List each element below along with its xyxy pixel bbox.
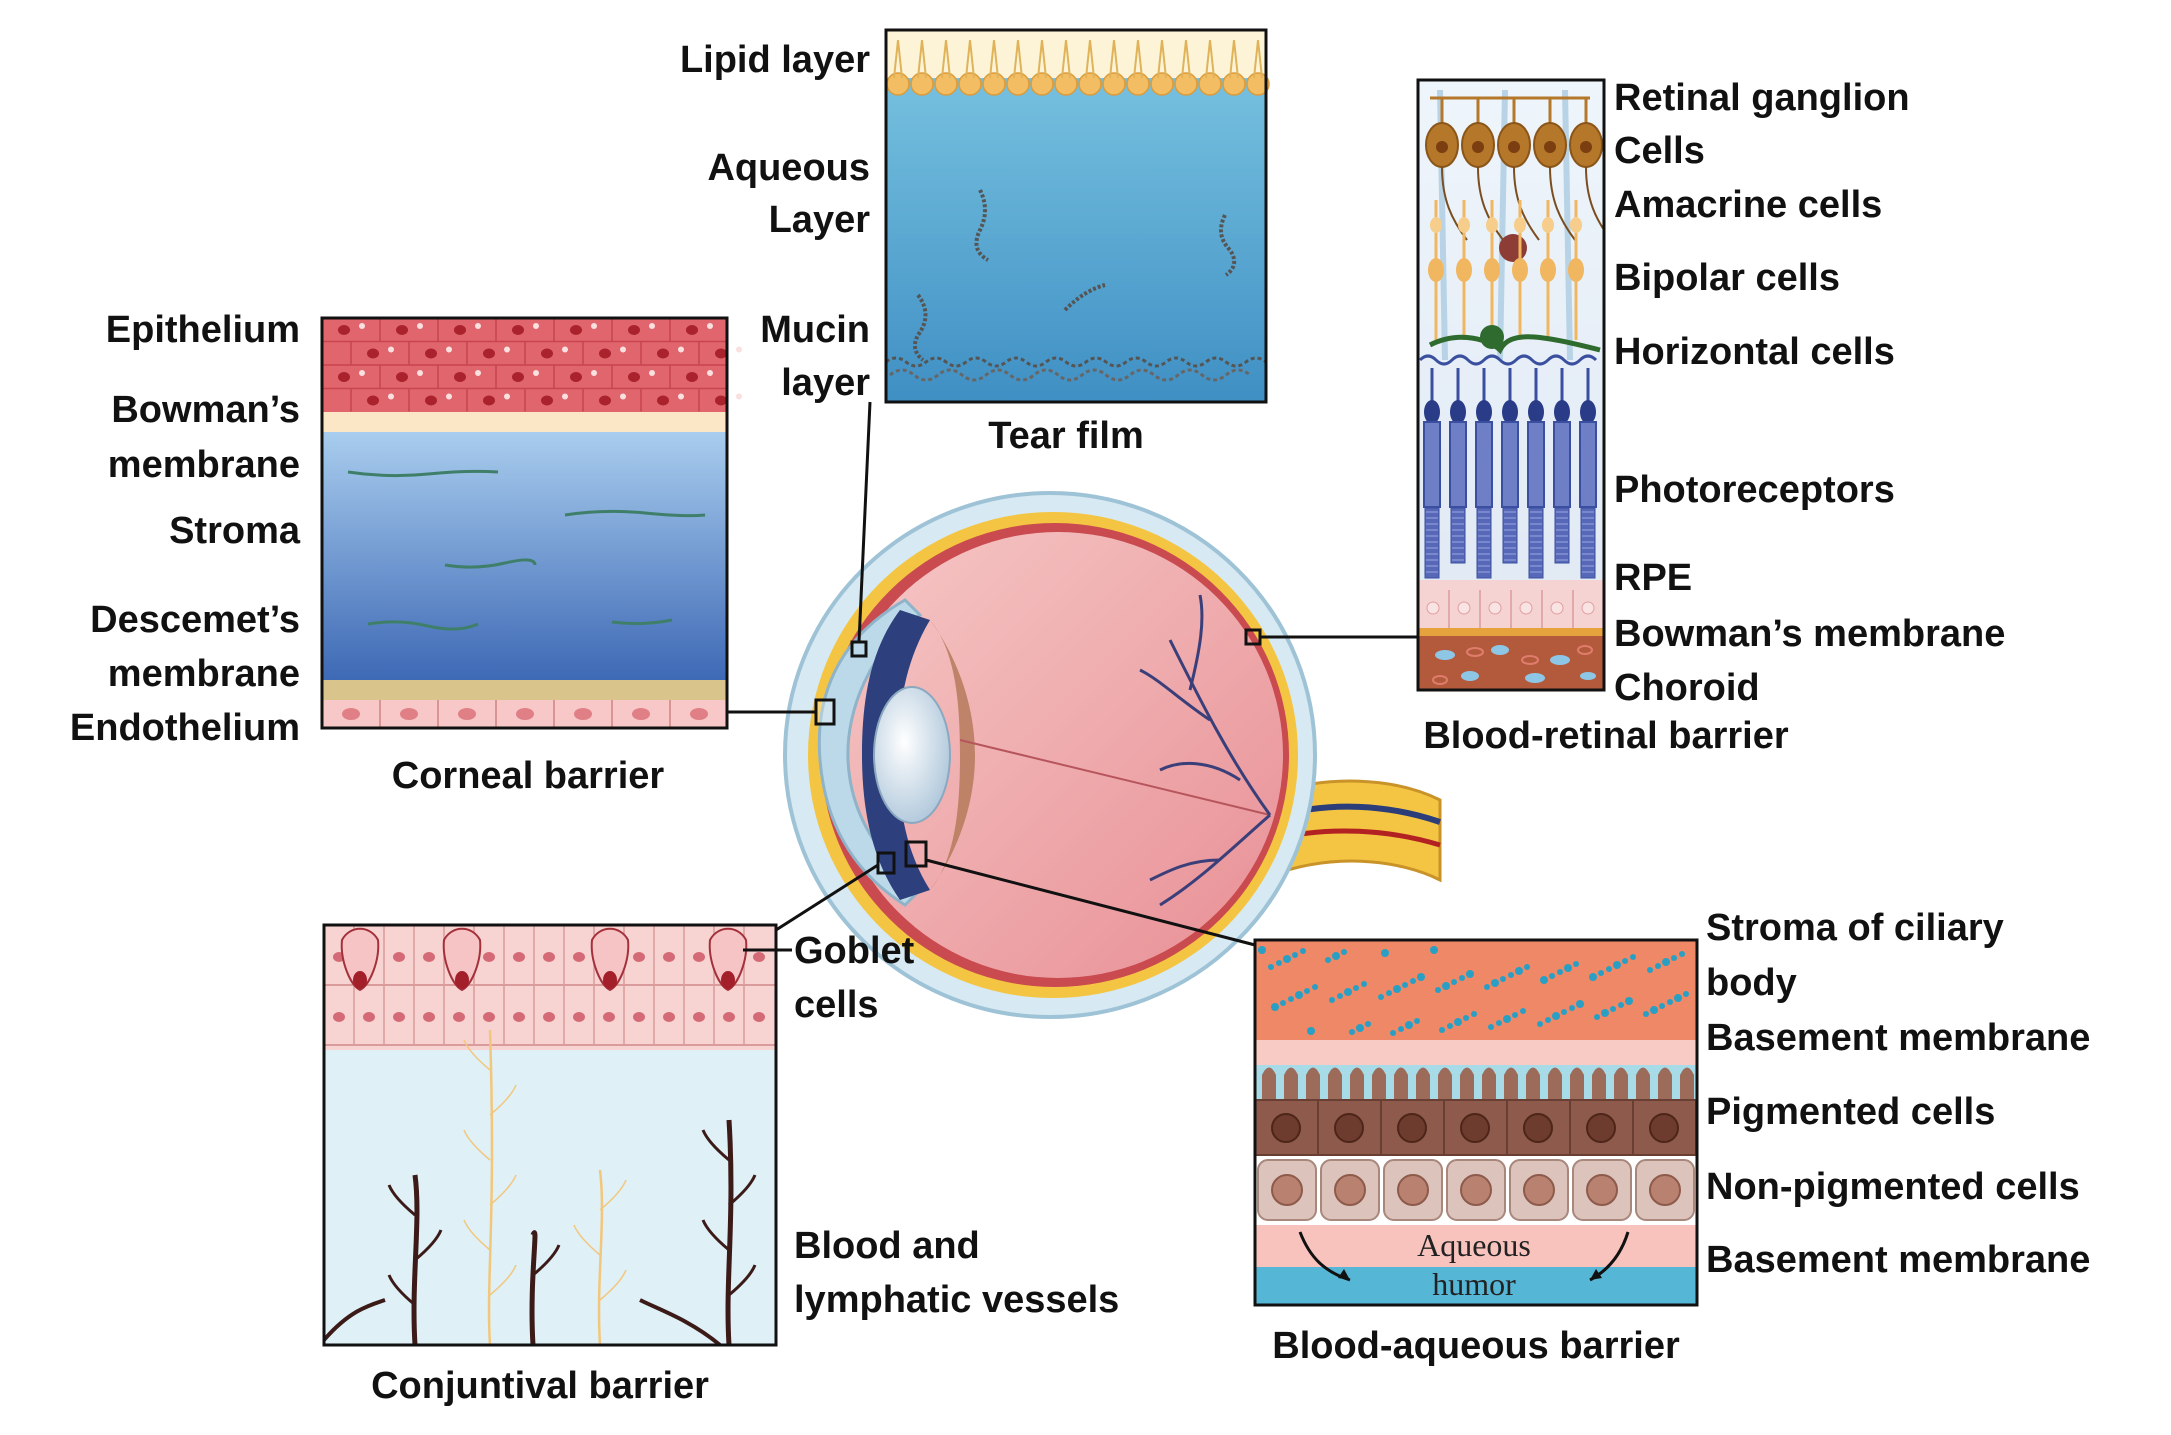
label-bipolar: Bipolar cells xyxy=(1614,257,1840,299)
blood-aqueous-barrier-panel xyxy=(1253,938,1699,1307)
label-blood-and: Blood and xyxy=(794,1225,980,1267)
label-stroma: Stroma xyxy=(169,510,301,552)
label-aqueous-inner: Aqueous xyxy=(1417,1227,1531,1263)
label-endothelium: Endothelium xyxy=(70,707,300,749)
label-amacrine: Amacrine cells xyxy=(1614,184,1882,226)
label-mucin-layer: layer xyxy=(781,362,870,404)
label-basement-membrane-top: Basement membrane xyxy=(1706,1017,2090,1059)
label-pigmented: Pigmented cells xyxy=(1706,1091,1995,1133)
label-bowmans: Bowman’s xyxy=(111,389,300,431)
label-descemets: Descemet’s xyxy=(90,599,300,641)
label-retinal-bowmans: Bowman’s membrane xyxy=(1614,613,2005,655)
label-retinal-ganglion: Retinal ganglion xyxy=(1614,77,1910,119)
blood-retinal-barrier-panel xyxy=(1416,78,1606,692)
retinal-vessels xyxy=(1139,594,1272,907)
corneal-barrier-title: Corneal barrier xyxy=(392,755,665,797)
label-body: body xyxy=(1706,962,1797,1004)
label-choroid: Choroid xyxy=(1614,667,1760,709)
blood-aqueous-barrier-title: Blood-aqueous barrier xyxy=(1272,1325,1680,1367)
label-humor-inner: humor xyxy=(1432,1266,1516,1302)
conjunctival-barrier-title: Conjuntival barrier xyxy=(371,1365,709,1407)
lens xyxy=(873,686,951,824)
label-horizontal: Horizontal cells xyxy=(1614,331,1895,373)
leader-lines xyxy=(727,401,1418,947)
blood-retinal-barrier-title: Blood-retinal barrier xyxy=(1423,715,1788,757)
label-rpe: RPE xyxy=(1614,557,1692,599)
label-layer: Layer xyxy=(769,199,871,241)
label-aqueous: Aqueous xyxy=(707,147,870,189)
label-basement-membrane-bottom: Basement membrane xyxy=(1706,1239,2090,1281)
conjunctival-barrier-panel xyxy=(322,923,778,1347)
label-stroma-ciliary: Stroma of ciliary xyxy=(1706,907,2004,949)
label-goblet: Goblet xyxy=(794,930,915,972)
label-goblet-cells: cells xyxy=(794,984,879,1026)
label-cells: Cells xyxy=(1614,130,1705,172)
corneal-barrier-panel xyxy=(320,316,742,730)
label-lipid-layer: Lipid layer xyxy=(680,39,870,81)
label-mucin: Mucin xyxy=(760,309,870,351)
label-non-pigmented: Non-pigmented cells xyxy=(1706,1166,2080,1208)
tear-film-title: Tear film xyxy=(988,415,1144,457)
label-descemets-membrane: membrane xyxy=(108,653,300,695)
tear-film-panel xyxy=(884,28,1270,404)
eyeball-illustration xyxy=(783,491,1442,1019)
label-photoreceptors: Photoreceptors xyxy=(1614,469,1895,511)
label-lymphatic-vessels: lymphatic vessels xyxy=(794,1279,1119,1321)
label-bowmans-membrane: membrane xyxy=(108,444,300,486)
label-epithelium: Epithelium xyxy=(106,309,300,351)
